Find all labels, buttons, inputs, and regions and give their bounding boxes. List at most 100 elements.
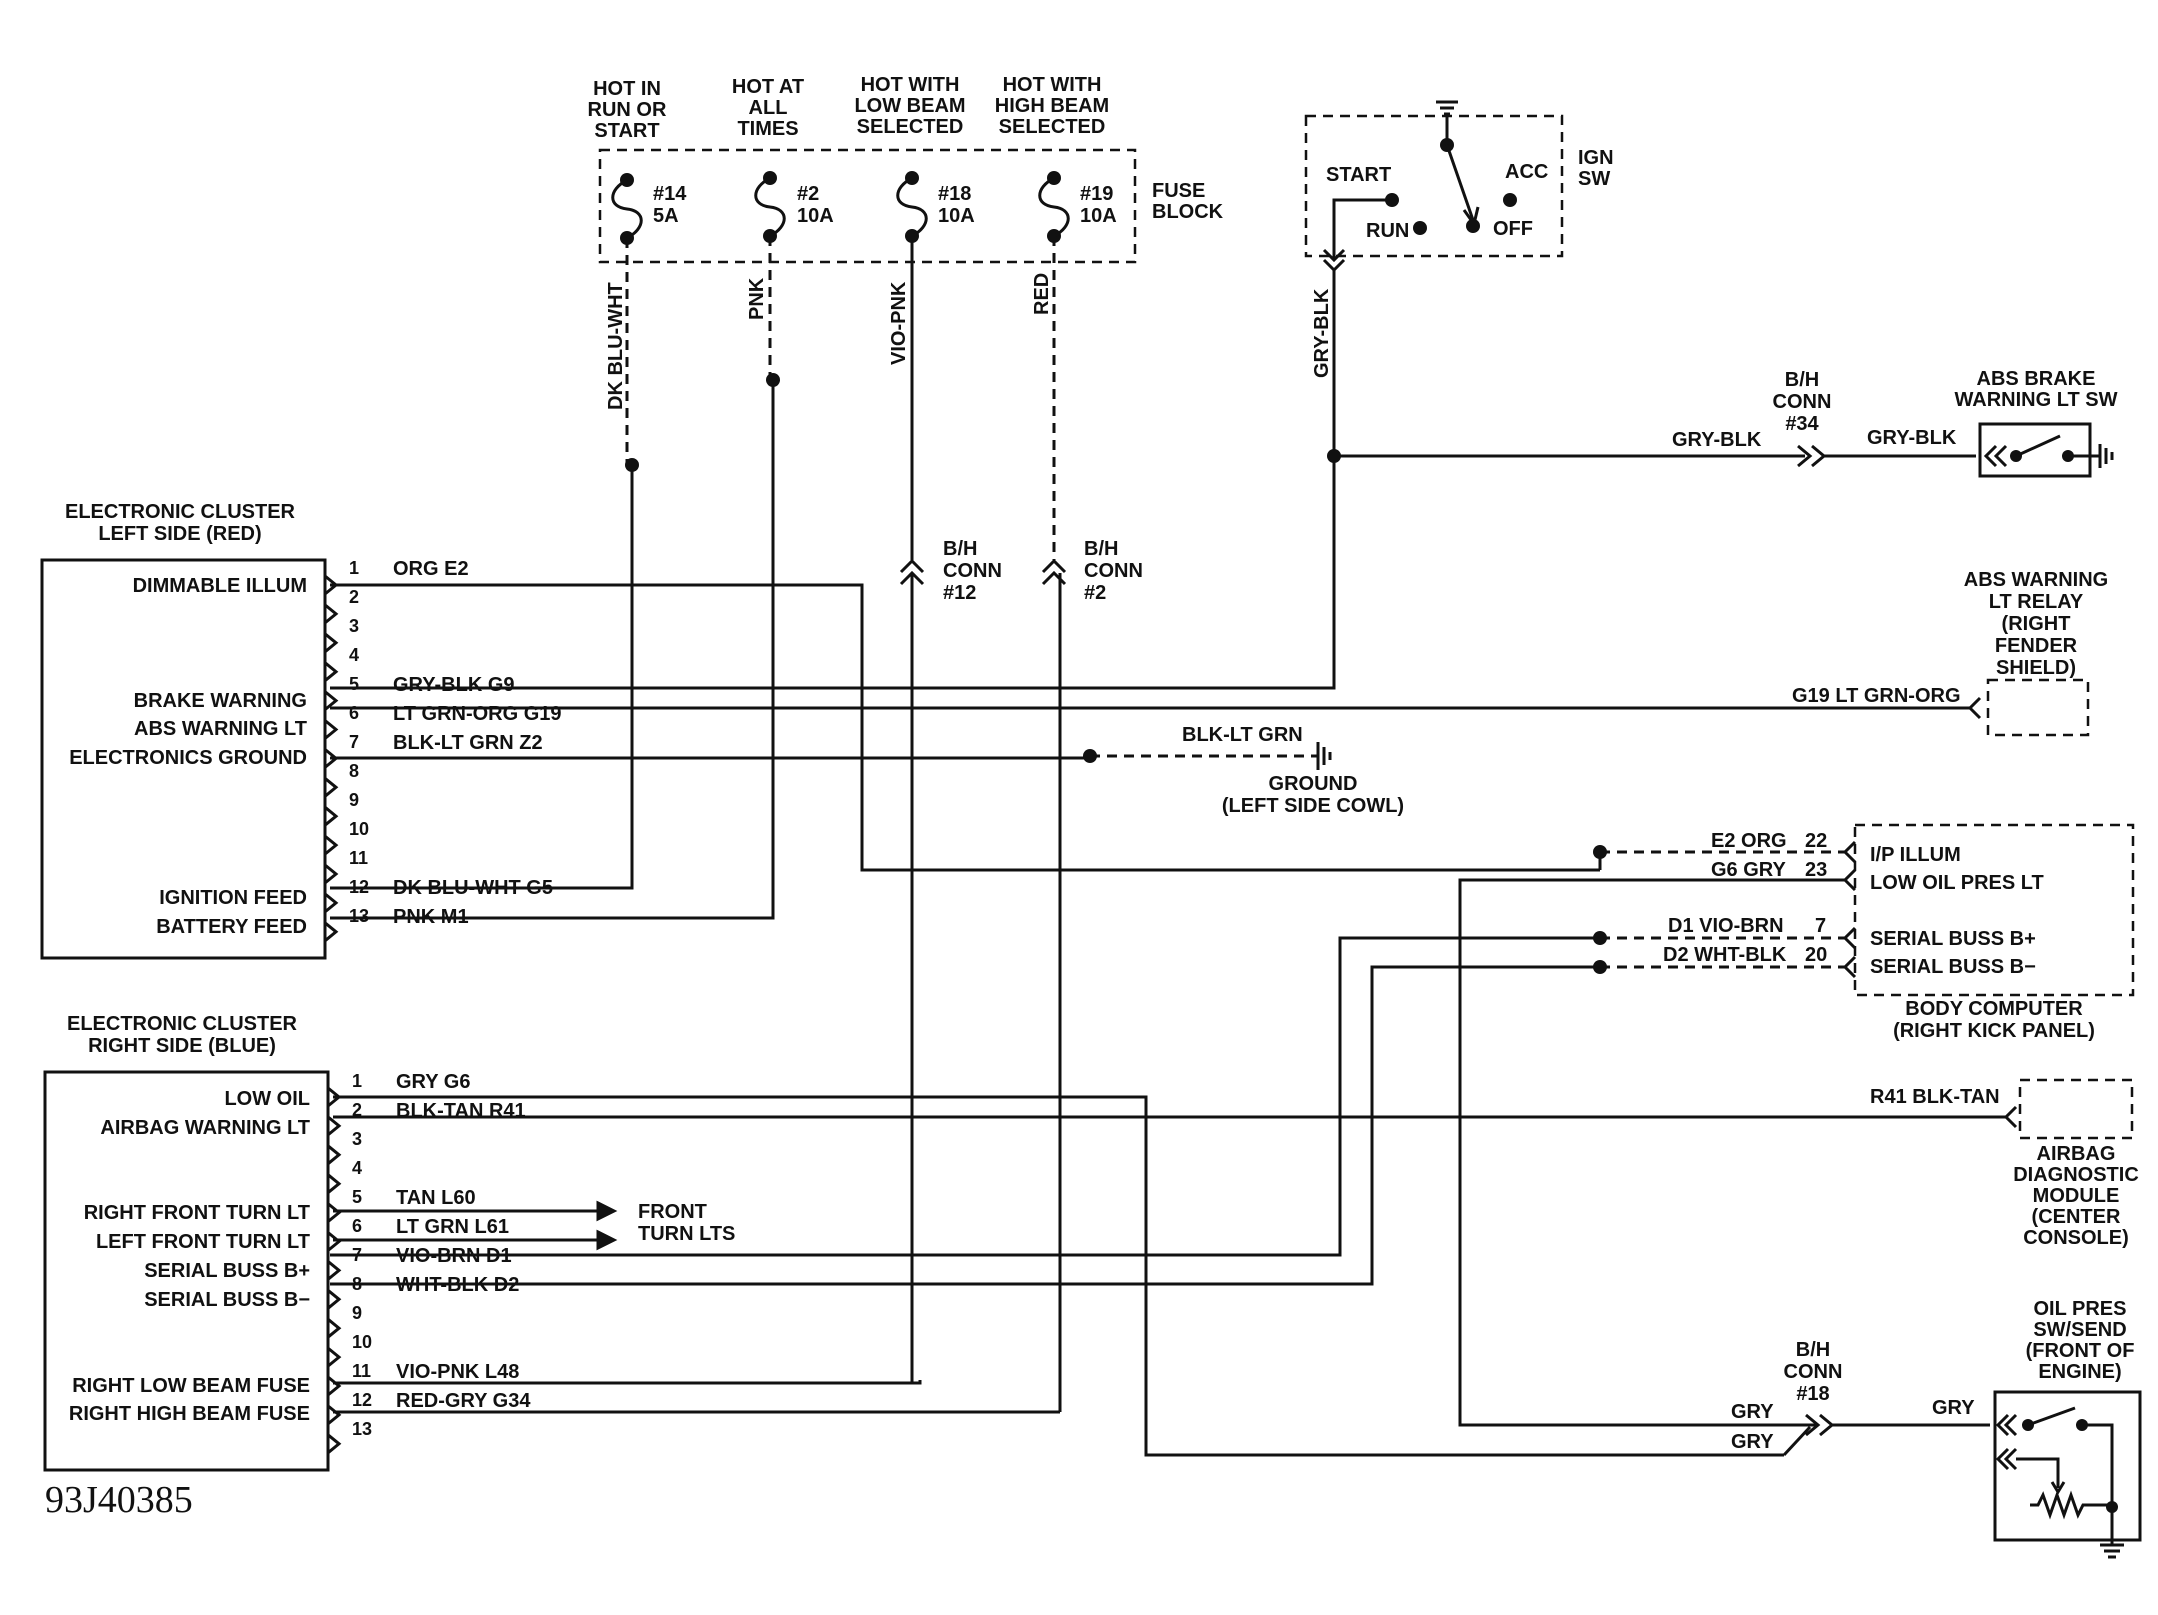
fuse-2-header-3: TIMES [737, 118, 798, 140]
figure-id: 93J40385 [45, 1479, 193, 1521]
bh-conn-18-line3: #18 [1796, 1383, 1829, 1405]
oil-sender-title-3: (FRONT OF [2026, 1340, 2135, 1362]
ground-label-2: (LEFT SIDE COWL) [1222, 795, 1404, 817]
cluster-left-pin-9: 9 [349, 790, 359, 810]
cluster-right-wire-11: VIO-PNK L48 [396, 1361, 519, 1383]
ign-sw-wire-label: GRY-BLK [1311, 288, 1333, 378]
wire-red-label: RED [1031, 273, 1053, 315]
ground-wire-label: BLK-LT GRN [1182, 724, 1303, 746]
body-computer-title-1: BODY COMPUTER [1905, 998, 2083, 1020]
wire-pnk-label: PNK [746, 277, 768, 320]
bh-conn-2-line3: #2 [1084, 582, 1106, 604]
abs-relay-wire-label: G19 LT GRN-ORG [1792, 685, 1961, 707]
abs-brake-wire-out-label: GRY-BLK [1867, 427, 1957, 449]
ground-label-1: GROUND [1269, 773, 1358, 795]
cluster-left-connector [324, 574, 339, 942]
fuse-2-header-1: HOT AT [732, 76, 804, 98]
oil-sender-title-4: ENGINE) [2038, 1361, 2121, 1383]
cluster-right-label-buss-plus: SERIAL BUSS B+ [144, 1260, 310, 1282]
ign-sw-label-line2: SW [1578, 168, 1610, 190]
connector-chevron [327, 1202, 342, 1223]
cluster-right-pin-11: 11 [352, 1361, 371, 1381]
bh-conn-34: B/H CONN #34 GRY-BLK GRY-BLK [1672, 369, 1976, 468]
cluster-right-pin-13: 13 [352, 1419, 372, 1439]
oil-wire-out-label: GRY [1932, 1397, 1975, 1419]
bh-conn-18: B/H CONN #18 GRY GRY GRY [1731, 1339, 1990, 1457]
connector-chevron [327, 1318, 342, 1339]
cluster-right-wire-2: BLK-TAN R41 [396, 1100, 526, 1122]
wire-dk-blu-wht-label: DK BLU-WHT [605, 282, 627, 410]
front-turn-label-2: TURN LTS [638, 1223, 735, 1245]
cluster-right-pin-1: 1 [352, 1071, 362, 1091]
body-computer-wires [330, 845, 1846, 1427]
cluster-right-pin-6: 6 [352, 1216, 362, 1236]
bh-conn-34-line3: #34 [1785, 413, 1819, 435]
oil-wire-b-label: GRY [1731, 1431, 1774, 1453]
body-computer-label-low-oil: LOW OIL PRES LT [1870, 872, 2044, 894]
cluster-right-wire-8: WHT-BLK D2 [396, 1274, 519, 1296]
cluster-right-pin-10: 10 [352, 1332, 372, 1352]
fuse-18-header-3: SELECTED [857, 116, 964, 138]
cluster-left-label-brake: BRAKE WARNING [134, 690, 307, 712]
fuse-block-label-line1: FUSE [1152, 180, 1205, 202]
airbag-title-5: CONSOLE) [2023, 1227, 2129, 1249]
gry-blk-ign-wire: GRY-BLK [330, 270, 1805, 690]
cluster-right-pin-5: 5 [352, 1187, 362, 1207]
connector-chevron [324, 863, 339, 885]
cluster-right-label-low-beam: RIGHT LOW BEAM FUSE [72, 1375, 310, 1397]
cluster-left-pin-2: 2 [349, 587, 359, 607]
cluster-left-title-1: ELECTRONIC CLUSTER [65, 501, 296, 523]
ground-left-cowl: BLK-LT GRN GROUND (LEFT SIDE COWL) [1182, 724, 1404, 817]
cluster-left-pin-5: 5 [349, 674, 359, 694]
fuse-19-header-2: HIGH BEAM [995, 95, 1109, 117]
abs-brake-sw-title-2: WARNING LT SW [1955, 389, 2118, 411]
fuse-14-rating: 5A [653, 205, 679, 227]
fuse-2-header-2: ALL [749, 97, 788, 119]
cluster-left-label-abs: ABS WARNING LT [134, 718, 307, 740]
cluster-right-pin-7: 7 [352, 1245, 362, 1265]
fuse-2-number: #2 [797, 183, 819, 205]
cluster-left-label-ground: ELECTRONICS GROUND [69, 747, 307, 769]
fuse-block: FUSE BLOCK HOT IN RUN OR START HOT AT AL… [588, 74, 1224, 264]
cluster-left-pin-7: 7 [349, 732, 359, 752]
connector-chevron [324, 777, 339, 798]
connector-chevron [324, 892, 339, 914]
bh-conn-18-line2: CONN [1784, 1361, 1843, 1383]
bh-conn-2: B/H CONN #2 [1041, 538, 1143, 1412]
front-turn-lights: FRONT TURN LTS [638, 1201, 735, 1245]
connector-chevron [327, 1260, 342, 1281]
body-computer-pin-7: 7 [1815, 915, 1826, 937]
cluster-left-wire-7: BLK-LT GRN Z2 [393, 732, 543, 754]
bh-conn-12-line2: CONN [943, 560, 1002, 582]
abs-relay-title-3: (RIGHT [2002, 613, 2071, 635]
bh-conn-12-line3: #12 [943, 582, 976, 604]
cluster-right-wire-5: TAN L60 [396, 1187, 476, 1209]
cluster-left-pin-12: 12 [349, 877, 369, 897]
cluster-right-label-rf-turn: RIGHT FRONT TURN LT [84, 1202, 310, 1224]
cluster-left-pin-11: 11 [349, 848, 368, 868]
body-computer-pin-22: 22 [1805, 830, 1827, 852]
cluster-right-pin-4: 4 [352, 1158, 362, 1178]
body-computer-label-buss-plus: SERIAL BUSS B+ [1870, 928, 2036, 950]
cluster-right-label-low-oil: LOW OIL [224, 1088, 310, 1110]
fuse-19-header-3: SELECTED [999, 116, 1106, 138]
cluster-left-pin-10: 10 [349, 819, 369, 839]
connector-chevron [324, 603, 339, 625]
cluster-left-wire-13: PNK M1 [393, 906, 469, 928]
connector-chevron [327, 1375, 342, 1397]
cluster-left-wires [330, 583, 1600, 872]
connector-chevron [327, 1144, 342, 1165]
cluster-right-label-high-beam: RIGHT HIGH BEAM FUSE [69, 1403, 310, 1425]
ign-sw-start: START [1326, 164, 1391, 186]
connector-chevron [327, 1173, 342, 1194]
cluster-left-pin-3: 3 [349, 616, 359, 636]
fuse-2-rating: 10A [797, 205, 834, 227]
body-computer-label-ip-illum: I/P ILLUM [1870, 844, 1961, 866]
cluster-right-title-2: RIGHT SIDE (BLUE) [88, 1035, 276, 1057]
connector-chevron [327, 1404, 342, 1426]
fuse-19-number: #19 [1080, 183, 1113, 205]
abs-relay-title-5: SHIELD) [1996, 657, 2076, 679]
connector-chevron [324, 690, 339, 711]
cluster-left-pin-8: 8 [349, 761, 359, 781]
